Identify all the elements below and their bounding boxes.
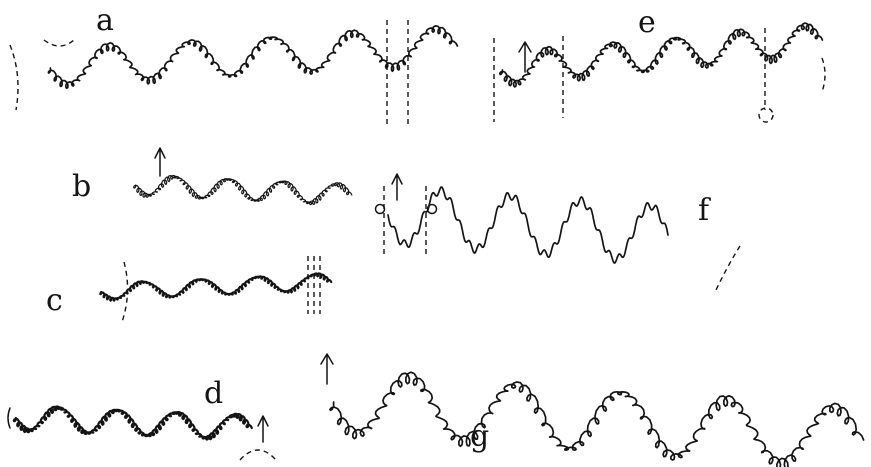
suture-line-f xyxy=(387,186,669,264)
dashed-arc-a-left xyxy=(9,44,19,111)
panel-e: e xyxy=(493,5,826,123)
panel-label-c: c xyxy=(46,283,63,318)
panel-c: c xyxy=(46,256,333,323)
panel-a: a xyxy=(9,3,459,128)
up-arrow-icon xyxy=(391,173,403,201)
suture-line-e xyxy=(498,22,824,88)
up-arrow-icon xyxy=(320,353,334,385)
panel-label-a: a xyxy=(96,3,114,38)
dashed-arc-f xyxy=(715,245,741,291)
panel-label-b: b xyxy=(72,169,91,204)
up-arrow-icon xyxy=(154,147,166,177)
dashed-arc-c xyxy=(121,261,129,323)
dashed-arc-a-top xyxy=(43,39,75,47)
suture-line-d xyxy=(12,405,253,441)
panel-f: f xyxy=(374,173,741,291)
up-arrow-icon xyxy=(257,415,269,443)
suture-line-a xyxy=(47,24,459,90)
suture-line-g xyxy=(329,371,865,467)
dashed-arc-d xyxy=(239,449,277,461)
panel-label-f: f xyxy=(698,193,711,228)
panel-label-d: d xyxy=(204,376,223,411)
panel-d: d xyxy=(7,376,277,461)
panel-label-e: e xyxy=(638,5,656,40)
panel-b: b xyxy=(72,147,353,206)
panel-g: g xyxy=(320,353,865,467)
dashed-arc-e-right xyxy=(821,57,826,93)
left-bracket-d xyxy=(7,407,11,429)
dashed-circle-e xyxy=(758,107,774,123)
ring-marker-f-2 xyxy=(426,203,438,215)
suture-line-c xyxy=(99,272,333,302)
ring-marker-f-1 xyxy=(374,203,386,215)
up-arrow-icon xyxy=(518,41,532,73)
suture-line-b xyxy=(133,174,353,206)
